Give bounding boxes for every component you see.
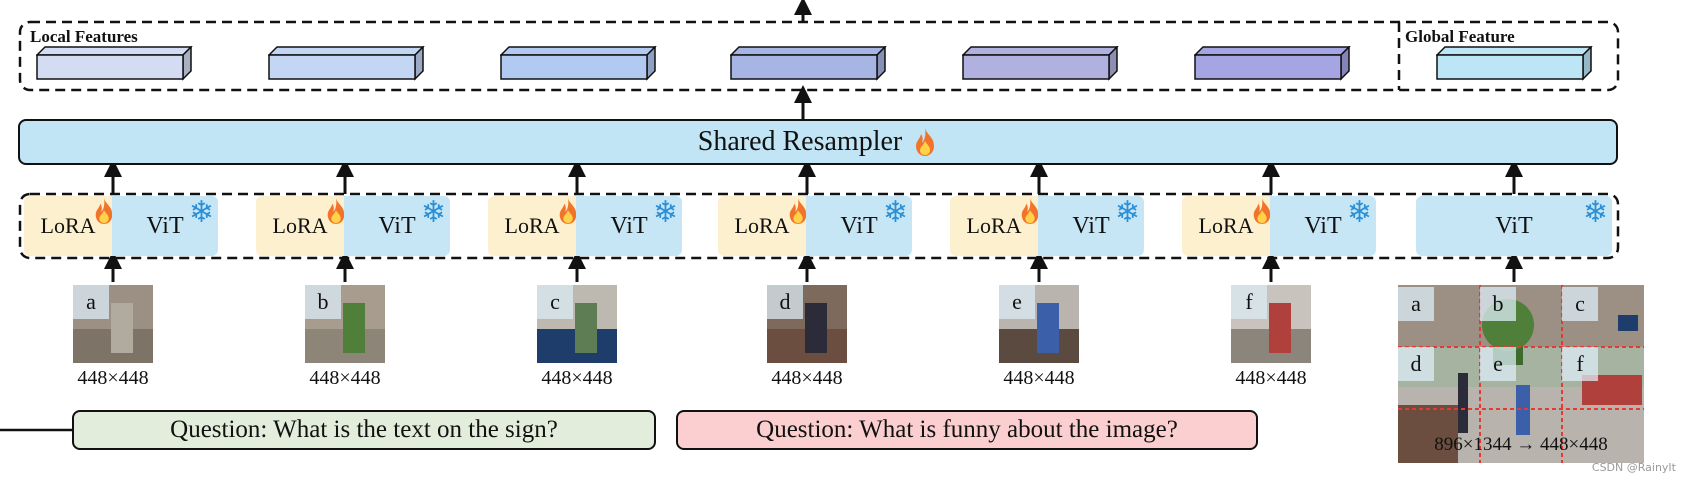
vit-label: ViT [1304, 212, 1342, 239]
resampler-label: Shared Resampler [697, 126, 903, 157]
vit-encoder: ViT❄ [344, 196, 450, 256]
full-image: a b c d e f [1398, 285, 1644, 463]
full-image-letter-f: f [1562, 347, 1598, 381]
crop-size-label: 448×448 [1235, 367, 1307, 389]
full-image-picture [1398, 285, 1644, 463]
crop-letter: a [73, 285, 109, 319]
local-features-label: Local Features [30, 27, 138, 46]
vit-label: ViT [1072, 212, 1110, 239]
snowflake-icon: ❄ [652, 195, 678, 230]
encoder-block-6: LoRA ViT❄ [1182, 196, 1376, 256]
local-feature-1 [36, 46, 193, 81]
flame-icon [556, 196, 580, 232]
flame-icon [92, 196, 116, 232]
crop-image-a: a [73, 285, 153, 363]
crop-size-label: 448×448 [541, 367, 613, 389]
local-feature-6 [1194, 46, 1351, 81]
crop-size-label: 448×448 [77, 367, 149, 389]
crop-letter: e [999, 285, 1035, 319]
snowflake-icon: ❄ [1346, 195, 1372, 230]
question-box-2: Question: What is funny about the image? [676, 410, 1258, 450]
encoder-block-1: LoRA ViT❄ [24, 196, 218, 256]
crop-letter: c [537, 285, 573, 319]
crop-image-b: b [305, 285, 385, 363]
watermark: CSDN @RainyIt [1591, 461, 1676, 474]
crop-size-label: 448×448 [309, 367, 381, 389]
snowflake-icon: ❄ [420, 195, 446, 230]
lora-label: LoRA [40, 213, 96, 238]
vit-label: ViT [840, 212, 878, 239]
vit-encoder: ViT❄ [1270, 196, 1376, 256]
full-image-letter-d: d [1398, 347, 1434, 381]
crop-letter: f [1231, 285, 1267, 319]
snowflake-icon: ❄ [1114, 195, 1140, 230]
lora-adapter: LoRA [950, 196, 1039, 256]
snowflake-icon: ❄ [188, 195, 214, 230]
vit-label: ViT [1495, 212, 1533, 239]
lora-label: LoRA [272, 213, 328, 238]
full-image-letter-a: a [1398, 287, 1434, 321]
crop-size-label: 448×448 [771, 367, 843, 389]
crop-letter: b [305, 285, 341, 319]
full-image-letter-e: e [1480, 347, 1516, 381]
full-image-size: 896×1344 → 448×448 [1434, 434, 1608, 455]
lora-label: LoRA [1198, 213, 1254, 238]
lora-label: LoRA [504, 213, 560, 238]
vit-encoder: ViT❄ [806, 196, 912, 256]
snowflake-icon: ❄ [882, 195, 908, 230]
lora-adapter: LoRA [718, 196, 807, 256]
lora-label: LoRA [734, 213, 790, 238]
vit-encoder: ViT❄ [112, 196, 218, 256]
local-feature-4 [730, 46, 887, 81]
local-feature-2 [268, 46, 425, 81]
crop-image-e: e [999, 285, 1079, 363]
lora-adapter: LoRA [24, 196, 113, 256]
lora-adapter: LoRA [1182, 196, 1271, 256]
local-feature-3 [500, 46, 657, 81]
lora-label: LoRA [966, 213, 1022, 238]
crop-image-c: c [537, 285, 617, 363]
flame-icon [786, 196, 810, 232]
encoder-block-5: LoRA ViT❄ [950, 196, 1144, 256]
crop-image-f: f [1231, 285, 1311, 363]
encoder-block-3: LoRA ViT❄ [488, 196, 682, 256]
vit-label: ViT [378, 212, 416, 239]
vit-encoder: ViT❄ [576, 196, 682, 256]
snowflake-icon: ❄ [1582, 195, 1608, 230]
question-box-1: Question: What is the text on the sign? [72, 410, 656, 450]
full-image-letter-c: c [1562, 287, 1598, 321]
encoder-block-2: LoRA ViT❄ [256, 196, 450, 256]
vit-encoder: ViT ❄ [1416, 196, 1612, 256]
global-feature-label: Global Feature [1405, 27, 1515, 46]
vit-encoder: ViT❄ [1038, 196, 1144, 256]
full-image-letter-b: b [1480, 287, 1516, 321]
local-feature-5 [962, 46, 1119, 81]
vit-label: ViT [146, 212, 184, 239]
vit-label: ViT [610, 212, 648, 239]
crop-size-label: 448×448 [1003, 367, 1075, 389]
lora-adapter: LoRA [256, 196, 345, 256]
lora-adapter: LoRA [488, 196, 577, 256]
encoder-block-global: ViT ❄ [1416, 196, 1612, 256]
flame-icon [1018, 196, 1042, 232]
flame-icon [324, 196, 348, 232]
crop-letter: d [767, 285, 803, 319]
flame-icon [916, 128, 935, 156]
encoder-block-4: LoRA ViT❄ [718, 196, 912, 256]
global-feature [1436, 46, 1593, 81]
flame-icon [1250, 196, 1274, 232]
shared-resampler: Shared Resampler [18, 119, 1618, 165]
crop-image-d: d [767, 285, 847, 363]
